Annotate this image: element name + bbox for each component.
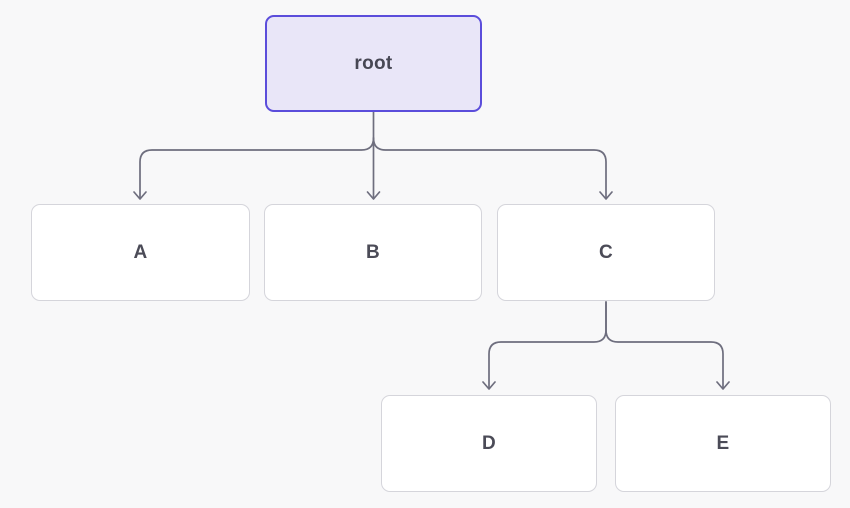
- node-d[interactable]: D: [381, 395, 597, 492]
- node-e[interactable]: E: [615, 395, 831, 492]
- arrowhead-to-a: [133, 191, 147, 200]
- arrowhead-to-c: [599, 191, 613, 200]
- node-a-label: A: [133, 241, 148, 263]
- edge-root-a: [139, 137, 375, 199]
- edge-c-d: [488, 301, 607, 389]
- node-b[interactable]: B: [264, 204, 482, 301]
- edge-root-c: [372, 137, 607, 199]
- node-b-label: B: [365, 241, 381, 263]
- arrowhead-to-b: [366, 191, 381, 200]
- node-c-label: C: [598, 241, 614, 263]
- node-root[interactable]: root: [265, 15, 482, 112]
- arrowhead-to-e: [716, 381, 730, 390]
- node-root-label: root: [354, 52, 393, 74]
- node-d-label: D: [481, 432, 497, 454]
- node-c[interactable]: C: [497, 204, 715, 301]
- edge-c-e: [605, 301, 724, 389]
- node-a[interactable]: A: [31, 204, 250, 301]
- arrowhead-to-d: [482, 381, 496, 390]
- node-e-label: E: [716, 432, 730, 454]
